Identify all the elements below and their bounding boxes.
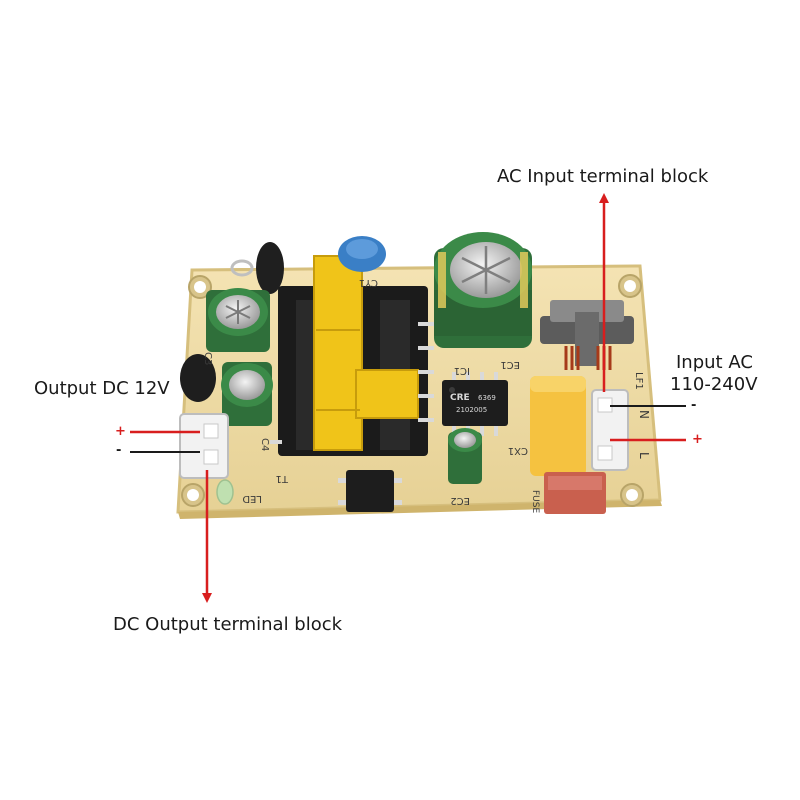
silk-led: LED	[242, 493, 262, 504]
silk-t1: T1	[276, 473, 289, 484]
sign-output-plus: +	[115, 424, 126, 439]
mounting-hole-top-left	[188, 275, 212, 299]
ic-brand-marking: CRE	[450, 393, 470, 403]
label-ac-input-terminal-block: AC Input terminal block	[497, 166, 709, 187]
transformer-pins	[270, 322, 434, 444]
x-capacitor	[530, 376, 586, 476]
mounting-hole-bottom-left	[181, 483, 205, 507]
capacitor-ec2	[448, 428, 482, 484]
label-input-ac-voltage: 110-240V	[670, 374, 758, 395]
capacitor-ec1	[434, 232, 532, 348]
dc-output-connector	[179, 413, 229, 479]
label-output-dc: Output DC 12V	[34, 378, 170, 399]
mounting-hole-bottom-right	[620, 483, 644, 507]
pcb-board-edge	[178, 500, 662, 519]
silk-cy1: CY1	[359, 277, 378, 288]
silk-l-pin: L	[637, 452, 651, 459]
mounting-hole-top-right	[618, 274, 642, 298]
jumper-wire-loop	[230, 259, 254, 277]
diode-top	[256, 242, 284, 294]
silk-fuse: FUSE	[530, 490, 540, 513]
bridge-rectifier	[338, 470, 402, 512]
silk-c4: C4	[259, 438, 270, 451]
sign-output-minus: -	[116, 443, 122, 458]
led	[216, 479, 234, 505]
silk-cx1: CX1	[508, 445, 528, 456]
ic-date-marking: 2102005	[456, 406, 487, 414]
common-mode-choke	[540, 300, 634, 370]
ic-part-marking: 6369	[478, 394, 496, 402]
fuse	[544, 472, 606, 514]
ac-input-connector	[591, 389, 629, 471]
silk-ic1: IC1	[454, 365, 470, 376]
sign-input-plus: +	[692, 432, 703, 447]
silk-n-pin: N	[637, 410, 651, 419]
silk-ec2: EC2	[450, 495, 470, 506]
label-dc-output-terminal-block: DC Output terminal block	[113, 614, 343, 635]
silk-ec1: EC1	[500, 359, 520, 370]
capacitor-left-top	[206, 288, 270, 352]
sign-input-minus: -	[691, 398, 697, 413]
capacitor-black	[180, 354, 216, 402]
transformer	[278, 255, 428, 456]
capacitor-left-bottom	[221, 362, 273, 426]
silk-c3: C3	[202, 352, 213, 365]
label-input-ac: Input AC	[676, 352, 753, 373]
y-capacitor	[338, 236, 386, 272]
silk-lf1: LF1	[633, 372, 644, 390]
